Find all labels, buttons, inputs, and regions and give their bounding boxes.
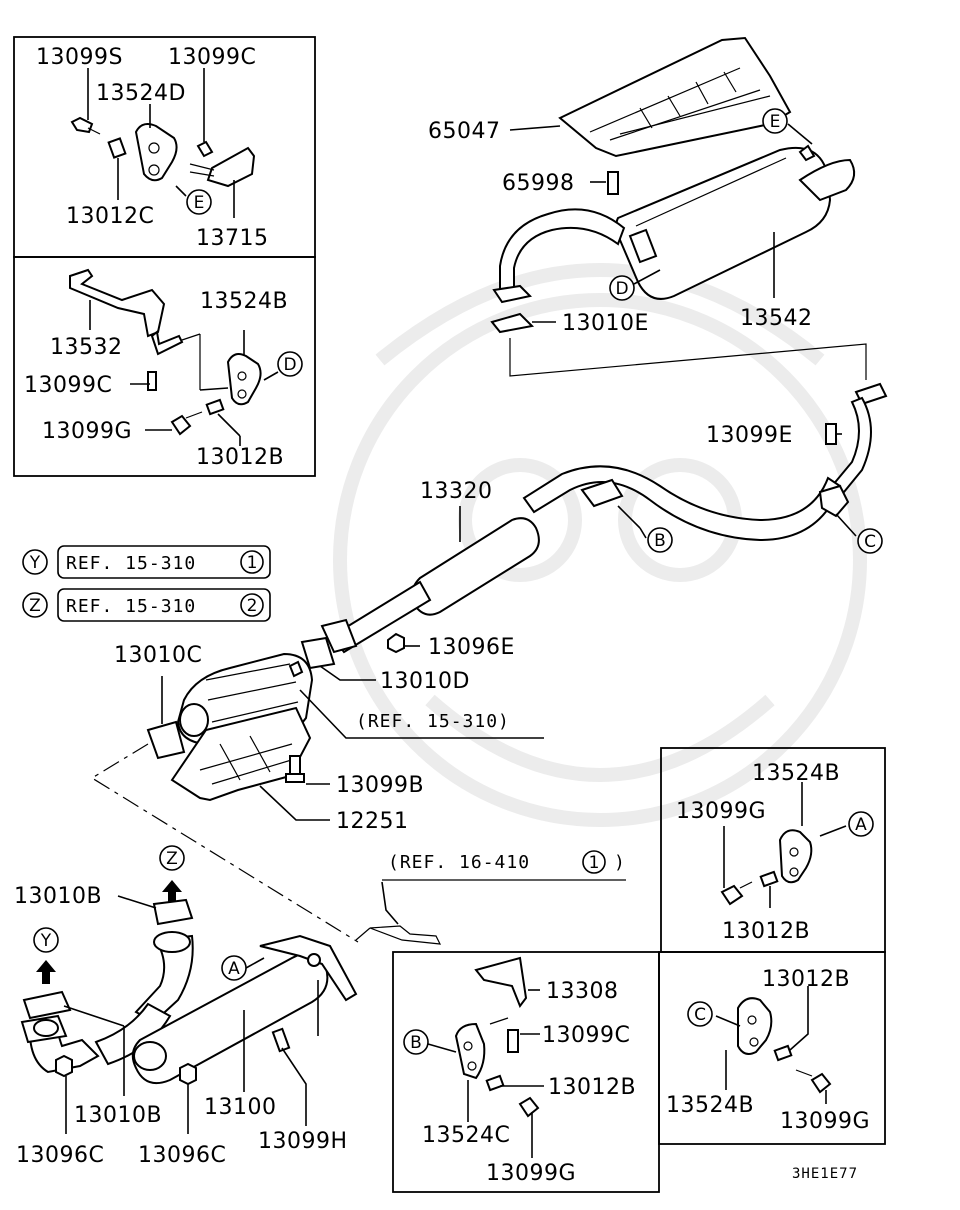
svg-text:C: C xyxy=(694,1005,706,1025)
marker-a-box: A xyxy=(848,811,874,837)
svg-text:Z: Z xyxy=(166,849,178,869)
label-13096c-b[interactable]: 13096C xyxy=(138,1143,226,1168)
label-13012b-left[interactable]: 13012B xyxy=(196,445,284,470)
label-13010c[interactable]: 13010C xyxy=(114,643,202,668)
muffler xyxy=(492,144,856,304)
box-b-parts xyxy=(454,956,540,1118)
front-pipe xyxy=(20,898,442,1086)
center-pipe xyxy=(320,382,888,654)
label-13532[interactable]: 13532 xyxy=(50,335,123,360)
label-13012b-right-b[interactable]: 13012B xyxy=(762,967,850,992)
svg-text:Z: Z xyxy=(29,596,41,616)
marker-y-ref: Y xyxy=(22,549,48,575)
label-13524b-right-b[interactable]: 13524B xyxy=(666,1093,754,1118)
arrow-z-icon xyxy=(162,880,182,902)
label-13012b-bottom[interactable]: 13012B xyxy=(548,1075,636,1100)
ref-box-y[interactable]: REF. 15-310 1 xyxy=(57,545,271,579)
ref-catalytic[interactable]: (REF. 15-310) xyxy=(356,711,510,732)
label-13099g-bottom[interactable]: 13099G xyxy=(486,1161,576,1186)
marker-a-pipe: A xyxy=(221,955,247,981)
ref-box-z[interactable]: REF. 15-310 2 xyxy=(57,588,271,622)
label-13096c-a[interactable]: 13096C xyxy=(16,1143,104,1168)
label-13308[interactable]: 13308 xyxy=(546,979,619,1004)
marker-e-muffler: E xyxy=(762,108,788,134)
label-65998[interactable]: 65998 xyxy=(502,171,575,196)
label-13010d[interactable]: 13010D xyxy=(380,669,470,694)
box-a-parts xyxy=(720,829,813,906)
marker-d-left: D xyxy=(277,351,303,377)
svg-text:REF. 15-310: REF. 15-310 xyxy=(66,596,196,617)
marker-z-pipe: Z xyxy=(159,845,185,871)
marker-d-muffler: D xyxy=(609,275,635,301)
svg-text:(REF. 16-410: (REF. 16-410 xyxy=(388,852,530,873)
arrow-y-icon xyxy=(36,960,56,984)
label-13099h[interactable]: 13099H xyxy=(258,1129,348,1154)
svg-text:D: D xyxy=(283,355,296,375)
detail-box-hanger-rear xyxy=(13,256,316,477)
gasket-13010e-shape xyxy=(490,312,535,334)
label-13099c-top[interactable]: 13099C xyxy=(168,45,256,70)
svg-text:): ) xyxy=(614,852,626,873)
label-13010e[interactable]: 13010E xyxy=(562,311,649,336)
svg-text:C: C xyxy=(864,532,876,552)
label-13100[interactable]: 13100 xyxy=(204,1095,277,1120)
label-13099g-left[interactable]: 13099G xyxy=(42,419,132,444)
label-13010b-bottom[interactable]: 13010B xyxy=(74,1103,162,1128)
label-13099g-right-a[interactable]: 13099G xyxy=(676,799,766,824)
label-13012b-right-a[interactable]: 13012B xyxy=(722,919,810,944)
svg-text:2: 2 xyxy=(247,596,258,616)
svg-text:1: 1 xyxy=(589,853,600,873)
label-13012c[interactable]: 13012C xyxy=(66,204,154,229)
label-13099c-left[interactable]: 13099C xyxy=(24,373,112,398)
label-13099e[interactable]: 13099E xyxy=(706,423,793,448)
marker-c-box: C xyxy=(687,1001,713,1027)
label-13542[interactable]: 13542 xyxy=(740,306,813,331)
marker-c-pipe: C xyxy=(857,528,883,554)
gasket-13010d-shape xyxy=(300,636,336,670)
heat-shield xyxy=(558,36,792,158)
detail-box-bracket-b xyxy=(392,951,660,1193)
label-13524b-right-a[interactable]: 13524B xyxy=(752,761,840,786)
svg-text:A: A xyxy=(855,815,867,835)
box2-parts xyxy=(69,268,262,436)
detail-box-hanger-c xyxy=(658,951,886,1145)
diagram-code: 3HE1E77 xyxy=(792,1166,858,1182)
catalytic-converter xyxy=(146,652,314,802)
svg-text:E: E xyxy=(194,193,205,213)
label-13715[interactable]: 13715 xyxy=(196,226,269,251)
marker-b-box: B xyxy=(403,1029,429,1055)
bolt-65998-shape xyxy=(607,171,619,195)
label-13524b-left[interactable]: 13524B xyxy=(200,289,288,314)
svg-text:B: B xyxy=(654,531,666,551)
label-13524c[interactable]: 13524C xyxy=(422,1123,510,1148)
box-c-parts xyxy=(737,997,832,1094)
label-12251[interactable]: 12251 xyxy=(336,809,409,834)
svg-text:Y: Y xyxy=(29,553,41,573)
label-13320[interactable]: 13320 xyxy=(420,479,493,504)
label-13099s[interactable]: 13099S xyxy=(36,45,123,70)
svg-text:E: E xyxy=(770,112,781,132)
label-13096e[interactable]: 13096E xyxy=(428,635,515,660)
marker-z-ref: Z xyxy=(22,592,48,618)
svg-text:A: A xyxy=(228,959,240,979)
label-13010b-top[interactable]: 13010B xyxy=(14,884,102,909)
svg-text:Y: Y xyxy=(40,931,52,951)
label-65047[interactable]: 65047 xyxy=(428,119,501,144)
svg-text:B: B xyxy=(410,1033,422,1053)
marker-b-pipe: B xyxy=(647,527,673,553)
label-13099b[interactable]: 13099B xyxy=(336,773,424,798)
ref-16-410[interactable]: (REF. 16-410 1 ) xyxy=(388,850,626,874)
label-13524d[interactable]: 13524D xyxy=(96,81,186,106)
svg-text:D: D xyxy=(615,279,628,299)
svg-text:1: 1 xyxy=(247,553,258,573)
box1-parts xyxy=(70,116,256,188)
label-13099g-right-b[interactable]: 13099G xyxy=(780,1109,870,1134)
marker-y-pipe: Y xyxy=(33,927,59,953)
svg-text:REF. 15-310: REF. 15-310 xyxy=(66,553,196,574)
label-13099c-bottom[interactable]: 13099C xyxy=(542,1023,630,1048)
marker-e-top: E xyxy=(186,189,212,215)
